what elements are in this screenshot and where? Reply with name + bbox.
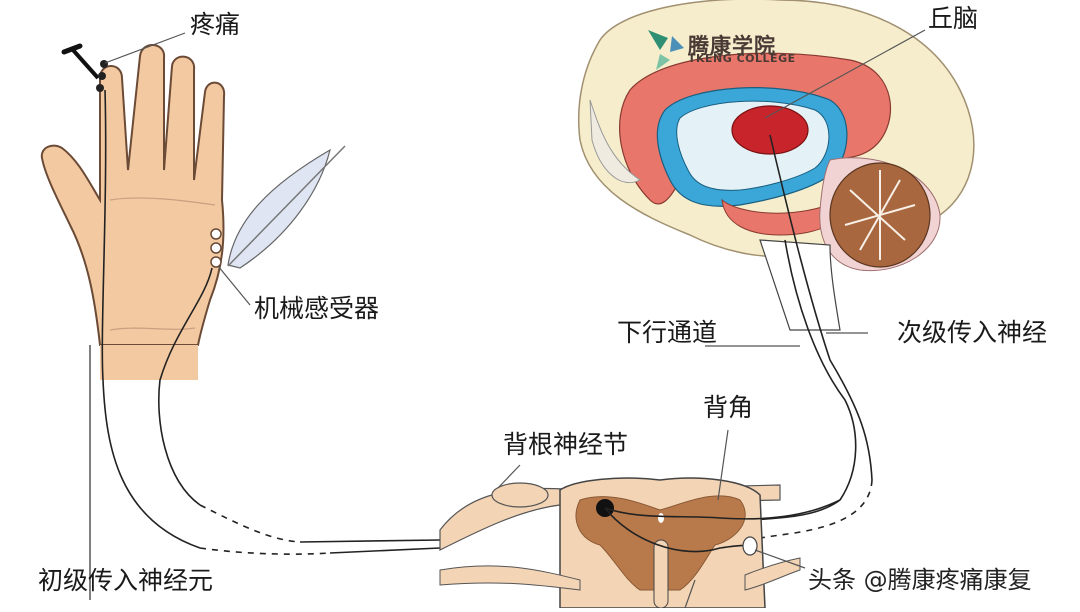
feather-icon [227, 145, 346, 269]
watermark: 头条 @腾康疼痛康复 [808, 566, 1032, 594]
dorsal-root-ganglion-shape [491, 482, 549, 508]
label-dorsal-root-ganglion: 背根神经节 [503, 430, 629, 459]
label-dorsal-horn: 背角 [703, 393, 754, 422]
label-mechanoreceptor: 机械感受器 [254, 294, 380, 323]
mechanoreceptor-circle [210, 242, 222, 254]
nociceptor-dot [100, 60, 108, 68]
logo-name-en: TKENG COLLEGE [688, 52, 796, 65]
thalamus-shape [731, 105, 809, 155]
pin-icon [61, 43, 100, 80]
primary-afferent-fibers [101, 89, 441, 555]
label-primary-afferent: 初级传入神经元 [38, 566, 214, 595]
mechanoreceptor-circle [210, 228, 222, 240]
spinal-cord-illustration [439, 477, 841, 609]
label-thalamus: 丘脑 [928, 4, 979, 33]
label-pain: 疼痛 [190, 10, 241, 39]
spinothalamic-tract-shape [742, 536, 758, 556]
nociceptor-dot [98, 72, 106, 80]
brain-illustration [577, 0, 975, 331]
mechanoreceptor-circle [210, 256, 222, 268]
label-descending-pathway: 下行通道 [617, 318, 718, 347]
tkeng-logo-icon [648, 30, 684, 70]
hand-illustration [40, 44, 226, 600]
label-secondary-afferent: 次级传入神经 [897, 318, 1048, 347]
logo-name-cn: 腾康学院 [688, 34, 776, 58]
nociceptor-dot [96, 84, 104, 92]
